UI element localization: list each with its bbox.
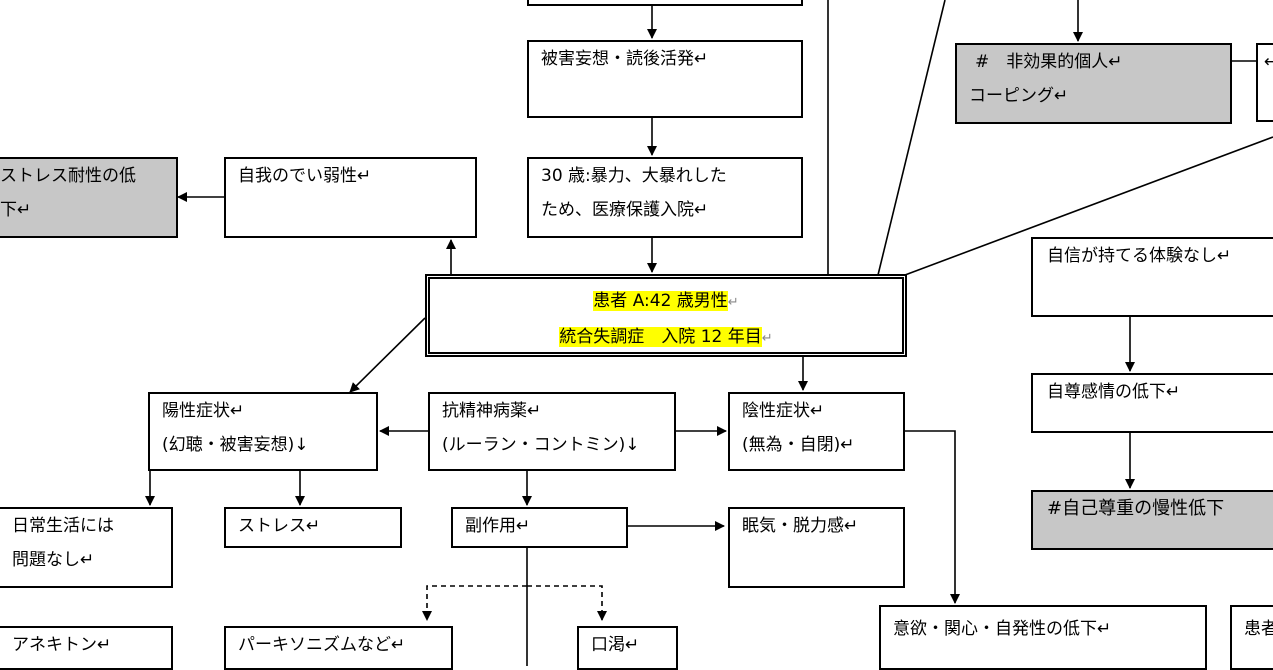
node-stress-tol-line-1: ストレス耐性の低 — [0, 166, 136, 186]
node-patient-a: 患者 A:42 歳男性↵ 統合失調症 入院 12 年目↵ — [425, 274, 907, 357]
node-stress-tolerance: ストレス耐性の低 下↵ — [0, 157, 178, 238]
node-ego-fragility: 自我のでい弱性↵ — [224, 157, 477, 238]
node-coping-line-2: コーピング↵ — [969, 86, 1069, 106]
node-stress-line-1: ストレス↵ — [238, 516, 321, 536]
node-motivation-line-1: 意欲・関心・自発性の低下↵ — [893, 619, 1112, 639]
node-coping-right-cut: ↵ — [1256, 43, 1273, 122]
node-self-esteem-low: 自尊感情の低下↵ — [1031, 373, 1273, 433]
node-akineton: アネキトン↵ — [0, 626, 173, 670]
arrow-negative-to-motivation — [905, 430, 960, 604]
node-delusion-line-1: 被害妄想・読後活発↵ — [541, 49, 709, 69]
node-age30: 30 歳:暴力、大暴れした ため、医療保護入院↵ — [527, 157, 803, 238]
node-antipsychotic-line-1: 抗精神病薬↵ — [442, 401, 542, 421]
patient-line-1-return: ↵ — [727, 295, 739, 310]
node-stress-tol-line-2: 下↵ — [0, 200, 32, 220]
node-antipsychotic: 抗精神病薬↵ (ルーラン・コントミン)↓ — [428, 392, 676, 471]
node-daily-line-1: 日常生活には — [12, 516, 114, 536]
patient-line-1: 患者 A:42 歳男性↵ — [430, 284, 902, 320]
patient-line-2-text: 統合失調症 入院 12 年目 — [559, 327, 762, 347]
node-motivation-decline: 意欲・関心・自発性の低下↵ — [879, 605, 1207, 670]
node-no-confidence-experience: 自信が持てる体験なし↵ — [1031, 237, 1273, 317]
node-patient-cut-line-1: 患者 — [1244, 619, 1273, 639]
node-positive-line-2: (幻聴・被害妄想)↓ — [162, 435, 309, 455]
node-parkinsonism: パーキソニズムなど↵ — [224, 626, 453, 670]
node-positive-line-1: 陽性症状↵ — [162, 401, 245, 421]
dashed-branch-parkinson — [422, 585, 527, 621]
node-selfesteem-line-1: 自尊感情の低下↵ — [1047, 382, 1181, 402]
node-chronic-low-self-esteem: #自己尊重の慢性低下 — [1031, 490, 1273, 550]
node-drowsiness: 眠気・脱力感↵ — [728, 507, 905, 588]
patient-line-1-text: 患者 A:42 歳男性 — [593, 291, 728, 311]
node-thirst-line-1: 口渇↵ — [591, 635, 640, 655]
node-ego-line-1: 自我のでい弱性↵ — [238, 166, 372, 186]
node-age30-line-2: ため、医療保護入院↵ — [541, 200, 709, 220]
node-dry-mouth: 口渇↵ — [577, 626, 678, 670]
node-confidence-line-1: 自信が持てる体験なし↵ — [1047, 246, 1232, 266]
node-ineffective-coping: # 非効果的個人↵ コーピング↵ — [955, 43, 1232, 124]
line-diagonal-to-right — [904, 136, 1273, 276]
node-chronic-line-1: #自己尊重の慢性低下 — [1047, 498, 1225, 519]
node-positive-symptoms: 陽性症状↵ (幻聴・被害妄想)↓ — [148, 392, 378, 471]
node-top-box — [527, 0, 803, 6]
node-age30-line-1: 30 歳:暴力、大暴れした — [541, 166, 727, 186]
node-patient-cut: 患者 — [1230, 605, 1273, 670]
node-coping-line-1: # 非効果的個人↵ — [975, 52, 1123, 72]
node-parkinson-line-1: パーキソニズムなど↵ — [238, 635, 406, 655]
node-negative-line-1: 陰性症状↵ — [742, 401, 825, 421]
node-coping-right-line-1: ↵ — [1264, 52, 1273, 72]
node-drowsy-line-1: 眠気・脱力感↵ — [742, 516, 859, 536]
node-negative-symptoms: 陰性症状↵ (無為・自閉)↵ — [728, 392, 905, 471]
node-daily-life: 日常生活には 問題なし↵ — [0, 507, 173, 588]
node-side-effect: 副作用↵ — [451, 507, 628, 548]
node-antipsychotic-line-2: (ルーラン・コントミン)↓ — [442, 435, 640, 455]
node-stress: ストレス↵ — [224, 507, 402, 548]
node-negative-line-2: (無為・自閉)↵ — [742, 435, 855, 455]
dashed-branch-thirst — [527, 585, 607, 621]
node-akineton-line-1: アネキトン↵ — [12, 635, 112, 655]
patient-line-2: 統合失調症 入院 12 年目↵ — [430, 320, 902, 356]
patient-line-2-return: ↵ — [761, 331, 773, 346]
line-diagonal-to-coping — [877, 0, 946, 276]
node-delusion: 被害妄想・読後活発↵ — [527, 40, 803, 118]
arrow-patient-to-positive — [349, 317, 426, 393]
node-side-effect-line-1: 副作用↵ — [465, 516, 531, 536]
node-daily-line-2: 問題なし↵ — [12, 550, 95, 570]
